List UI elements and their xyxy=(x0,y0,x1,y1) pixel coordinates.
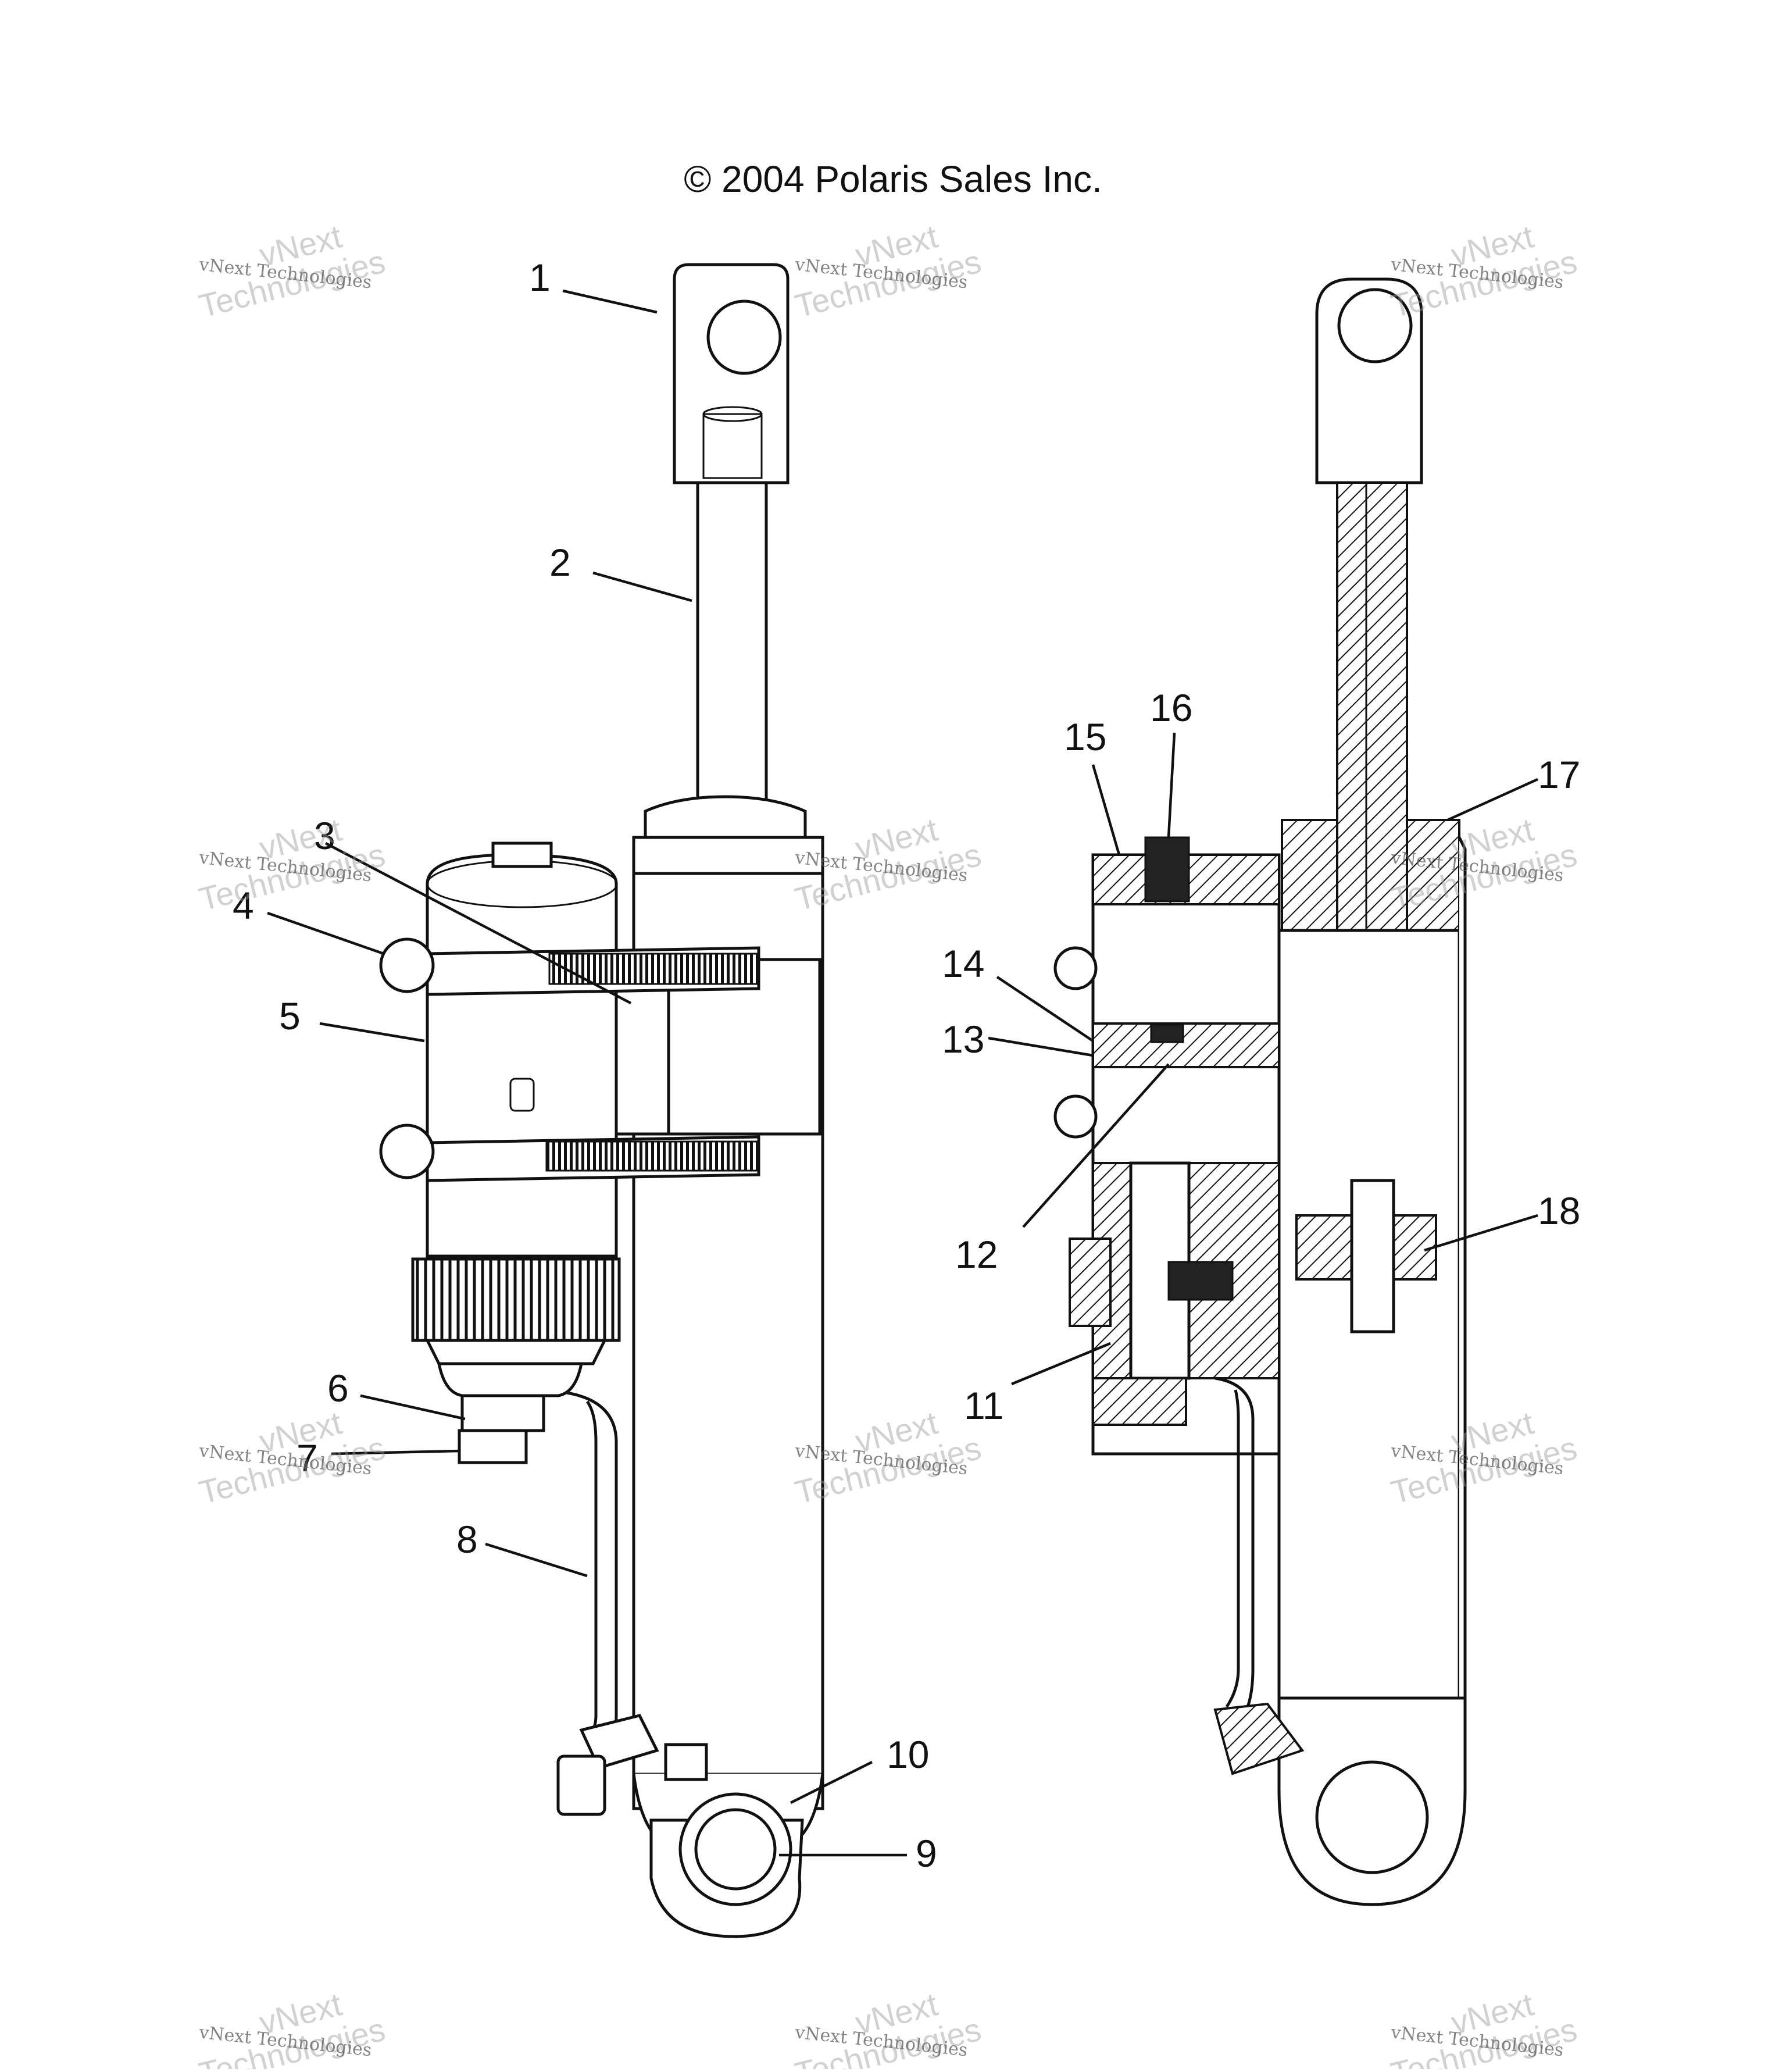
callout-17: 17 xyxy=(1538,753,1580,796)
callout-14: 14 xyxy=(942,942,984,985)
callout-10: 10 xyxy=(887,1733,929,1776)
reservoir xyxy=(426,853,618,1258)
floating-piston xyxy=(1092,1022,1280,1068)
callout-1: 1 xyxy=(529,256,551,299)
callout-3: 3 xyxy=(314,814,335,857)
callout-6: 6 xyxy=(327,1367,349,1410)
fitting-bolt xyxy=(458,1429,528,1464)
callout-labels: 1 2 3 4 5 6 7 8 9 10 11 12 13 14 15 16 1… xyxy=(233,256,1580,1875)
clamp-screw-upper xyxy=(379,937,435,993)
callout-11: 11 xyxy=(964,1384,1004,1427)
fitting-nut xyxy=(460,1394,545,1432)
callout-8: 8 xyxy=(456,1518,478,1561)
callout-4: 4 xyxy=(233,884,254,927)
callout-12: 12 xyxy=(955,1233,998,1276)
adjuster-knob xyxy=(411,1257,621,1342)
shock-section-view xyxy=(1053,277,1467,1906)
copyright-notice: © 2004 Polaris Sales Inc. xyxy=(684,158,1102,200)
top-eyelet xyxy=(673,263,790,484)
callout-15: 15 xyxy=(1064,715,1106,758)
callout-13: 13 xyxy=(942,1018,984,1061)
callout-5: 5 xyxy=(279,994,301,1037)
callout-16: 16 xyxy=(1150,686,1192,729)
seal-head-section xyxy=(1281,819,1338,932)
callout-7: 7 xyxy=(297,1436,318,1479)
callout-18: 18 xyxy=(1538,1189,1580,1232)
piston-shaft xyxy=(696,481,768,810)
callout-9: 9 xyxy=(916,1832,937,1875)
shock-exterior-view xyxy=(379,263,824,1938)
clamp-screw-lower xyxy=(379,1124,435,1179)
leader-lines xyxy=(267,289,1538,1857)
hose xyxy=(566,1391,618,1746)
valve-core xyxy=(1144,836,1190,903)
callout-2: 2 xyxy=(549,541,571,584)
